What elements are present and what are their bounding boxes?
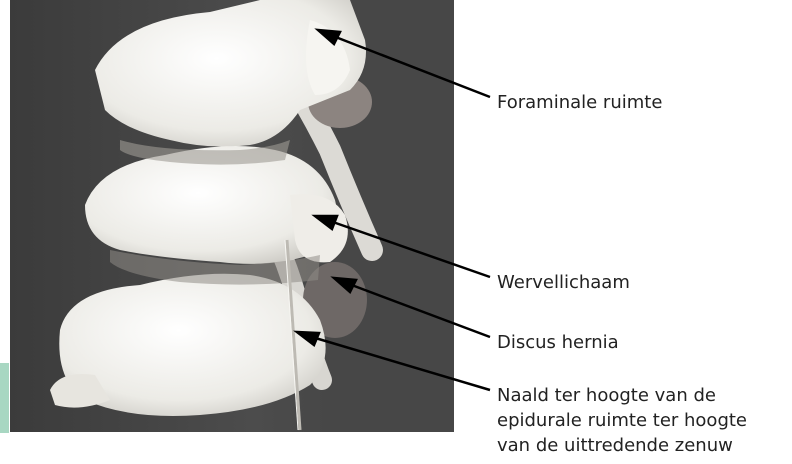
label-naald-line-3: van de uittredende zenuw bbox=[497, 433, 747, 458]
label-naald-line-1: Naald ter hoogte van de bbox=[497, 383, 747, 408]
label-wervellichaam: Wervellichaam bbox=[497, 270, 630, 295]
label-foraminale-ruimte: Foraminale ruimte bbox=[497, 90, 662, 115]
label-naald: Naald ter hoogte van de epidurale ruimte… bbox=[497, 383, 747, 458]
label-discus-hernia: Discus hernia bbox=[497, 330, 619, 355]
label-naald-line-2: epidurale ruimte ter hoogte bbox=[497, 408, 747, 433]
spine-photo bbox=[10, 0, 454, 432]
